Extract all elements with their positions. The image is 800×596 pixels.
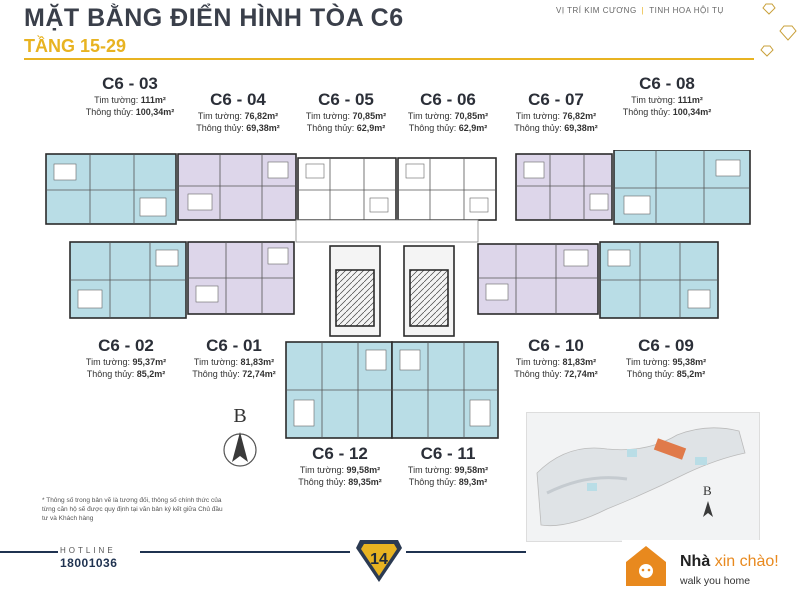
unit-label-c602: C6 - 02 Tim tường: 95,37m² Thông thủy: 8… [76,336,176,380]
unit-name: C6 - 11 [420,444,476,463]
unit-name: C6 - 02 [98,336,154,355]
tagline: VỊ TRÍ KIM CƯƠNG | TINH HOA HỘI TỤ [556,6,724,15]
unit-label-c606: C6 - 06 Tim tường: 70,85m² Thông thủy: 6… [398,90,498,134]
sitemap-compass-letter: B [703,483,712,498]
unit-label-c610: C6 - 10 Tim tường: 81,83m² Thông thủy: 7… [506,336,606,380]
footer-line [140,551,350,553]
page-subtitle: TẦNG 15-29 [24,36,127,56]
unit-name: C6 - 03 [102,74,158,93]
unit-area-tim-tuong: Tim tường: 95,37m² [85,357,167,367]
unit-label-c608: C6 - 08 Tim tường: 111m² Thông thủy: 100… [614,74,720,118]
unit-area-thong-thuy: Thông thủy: 85,2m² [626,369,706,379]
logo-brand-text: Nhà xin chào! [680,553,779,570]
hotline-number[interactable]: 18001036 [60,556,118,570]
footer-line [406,551,526,553]
unit-label-c612: C6 - 12 Tim tường: 99,58m² Thông thủy: 8… [290,444,390,488]
unit-area-tim-tuong: Tim tường: 111m² [631,95,703,105]
unit-area-thong-thuy: Thông thủy: 72,74m² [514,369,598,379]
logo-slogan: walk you home [680,575,751,587]
unit-name: C6 - 05 [318,90,374,109]
unit-name: C6 - 06 [420,90,476,109]
north-compass-icon: B [223,405,257,467]
unit-label-c607: C6 - 07 Tim tường: 76,82m² Thông thủy: 6… [506,90,606,134]
diamond-icon [760,3,797,57]
unit-area-tim-tuong: Tim tường: 99,58m² [299,465,381,475]
site-map: B [526,412,760,542]
unit-label-c609: C6 - 09 Tim tường: 95,38m² Thông thủy: 8… [616,336,716,380]
unit-area-thong-thuy: Thông thủy: 69,38m² [514,123,598,133]
unit-area-thong-thuy: Thông thủy: 72,74m² [192,369,276,379]
plan-stair-left [335,269,375,327]
floor-plan [45,150,751,439]
unit-name: C6 - 08 [639,74,695,93]
header-divider [24,58,754,60]
unit-area-tim-tuong: Tim tường: 81,83m² [515,357,597,367]
unit-area-tim-tuong: Tim tường: 99,58m² [407,465,489,475]
unit-area-tim-tuong: Tim tường: 70,85m² [305,111,387,121]
unit-name: C6 - 07 [528,90,584,109]
unit-label-c603: C6 - 03 Tim tường: 111m² Thông thủy: 100… [80,74,180,118]
unit-area-thong-thuy: Thông thủy: 85,2m² [86,369,166,379]
unit-name: C6 - 09 [638,336,694,355]
plan-corridor [295,219,479,243]
unit-label-c605: C6 - 05 Tim tường: 70,85m² Thông thủy: 6… [296,90,396,134]
unit-area-tim-tuong: Tim tường: 95,38m² [625,357,707,367]
unit-area-thong-thuy: Thông thủy: 100,34m² [85,107,175,117]
hotline-label: HOTLINE [60,546,116,555]
unit-area-thong-thuy: Thông thủy: 62,9m² [306,123,386,133]
unit-area-tim-tuong: Tim tường: 76,82m² [197,111,279,121]
unit-area-tim-tuong: Tim tường: 76,82m² [515,111,597,121]
unit-area-tim-tuong: Tim tường: 70,85m² [407,111,489,121]
plan-stair-right [409,269,449,327]
unit-label-c611: C6 - 11 Tim tường: 99,58m² Thông thủy: 8… [398,444,498,488]
page-number: 14 [370,551,388,568]
tagline-right: TINH HOA HỘI TỤ [649,6,724,15]
unit-area-thong-thuy: Thông thủy: 69,38m² [196,123,280,133]
unit-name: C6 - 04 [210,90,266,109]
unit-label-c604: C6 - 04 Tim tường: 76,82m² Thông thủy: 6… [188,90,288,134]
brand-logo-icon [622,540,792,594]
compass-letter: B [233,405,246,427]
unit-area-thong-thuy: Thông thủy: 100,34m² [622,107,712,117]
unit-label-c601: C6 - 01 Tim tường: 81,83m² Thông thủy: 7… [184,336,284,380]
unit-area-tim-tuong: Tim tường: 111m² [94,95,166,105]
unit-area-thong-thuy: Thông thủy: 89,3m² [408,477,488,487]
tagline-left: VỊ TRÍ KIM CƯƠNG [556,6,637,15]
page-number-badge: 14 [356,540,402,582]
unit-name: C6 - 12 [312,444,368,463]
tagline-separator: | [641,6,645,15]
page-title: MẶT BẰNG ĐIỂN HÌNH TÒA C6 [24,4,404,32]
unit-area-thong-thuy: Thông thủy: 89,35m² [298,477,382,487]
unit-name: C6 - 01 [206,336,262,355]
footer-line [0,551,58,553]
unit-area-thong-thuy: Thông thủy: 62,9m² [408,123,488,133]
unit-name: C6 - 10 [528,336,584,355]
unit-area-tim-tuong: Tim tường: 81,83m² [193,357,275,367]
disclaimer-note: * Thông số trong bản vẽ là tương đối, th… [42,497,223,522]
